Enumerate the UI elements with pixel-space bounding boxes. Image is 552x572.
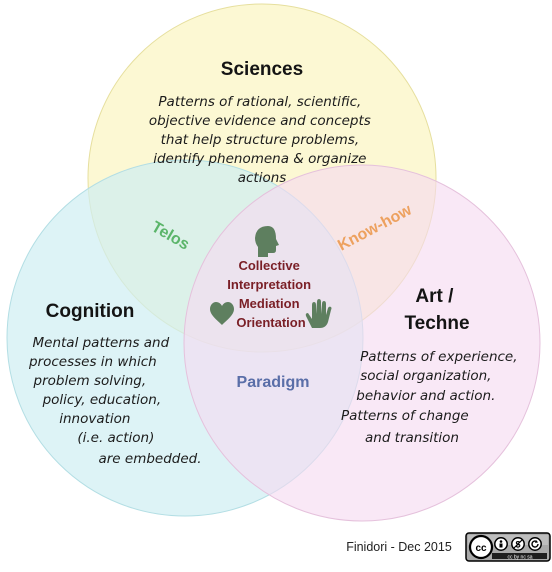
art-line: social organization, — [360, 368, 491, 384]
sciences-line: that help structure problems, — [161, 132, 360, 148]
credit-text: Finidori - Dec 2015 — [346, 540, 452, 554]
cognition-line: (i.e. action) — [77, 430, 154, 446]
sciences-line: Patterns of rational, scientific, — [158, 94, 361, 110]
cognition-title: Cognition — [46, 301, 135, 322]
sciences-line: identify phenomena & organize — [153, 151, 366, 167]
art-line: Patterns of experience, — [360, 349, 517, 365]
hand-icon — [305, 299, 332, 328]
art-title-line: Techne — [404, 313, 469, 334]
head-icon — [255, 226, 279, 257]
heart-icon — [210, 302, 234, 325]
sciences-description: Patterns of rational, scientific, object… — [149, 94, 375, 186]
center-line: Collective — [238, 258, 299, 273]
sciences-line: actions — [238, 170, 287, 186]
art-title-line: Art / — [415, 286, 454, 307]
art-line: and transition — [365, 430, 459, 446]
cognition-description: Mental patterns and processes in which p… — [28, 335, 202, 467]
sciences-line: objective evidence and concepts — [149, 113, 371, 129]
sharealike-icon — [528, 537, 542, 551]
art-description: Patterns of experience, social organizat… — [341, 349, 522, 446]
art-circle — [183, 164, 541, 522]
paradigm-label: Paradigm — [237, 374, 310, 391]
center-concepts: Collective Interpretation Mediation Orie… — [227, 258, 314, 330]
center-line: Mediation — [239, 296, 300, 311]
cc-license-badge: cc $ cc by nc sa — [465, 532, 551, 562]
center-line: Interpretation — [227, 277, 311, 292]
art-line: behavior and action. — [356, 388, 495, 404]
art-title: Art / Techne — [404, 286, 469, 334]
cognition-line: Mental patterns and — [33, 335, 170, 351]
cognition-line: are embedded. — [98, 451, 201, 467]
cognition-line: policy, education, — [42, 392, 162, 408]
cc-badge-caption: cc by nc sa — [507, 555, 532, 561]
cc-logo-icon — [468, 534, 494, 560]
cognition-line: problem solving, — [33, 373, 147, 389]
cognition-line: innovation — [59, 411, 130, 427]
center-line: Orientation — [236, 315, 305, 330]
art-line: Patterns of change — [341, 408, 469, 424]
sciences-title: Sciences — [221, 59, 303, 80]
cognition-line: processes in which — [28, 354, 157, 370]
svg-text:cc: cc — [475, 543, 487, 554]
